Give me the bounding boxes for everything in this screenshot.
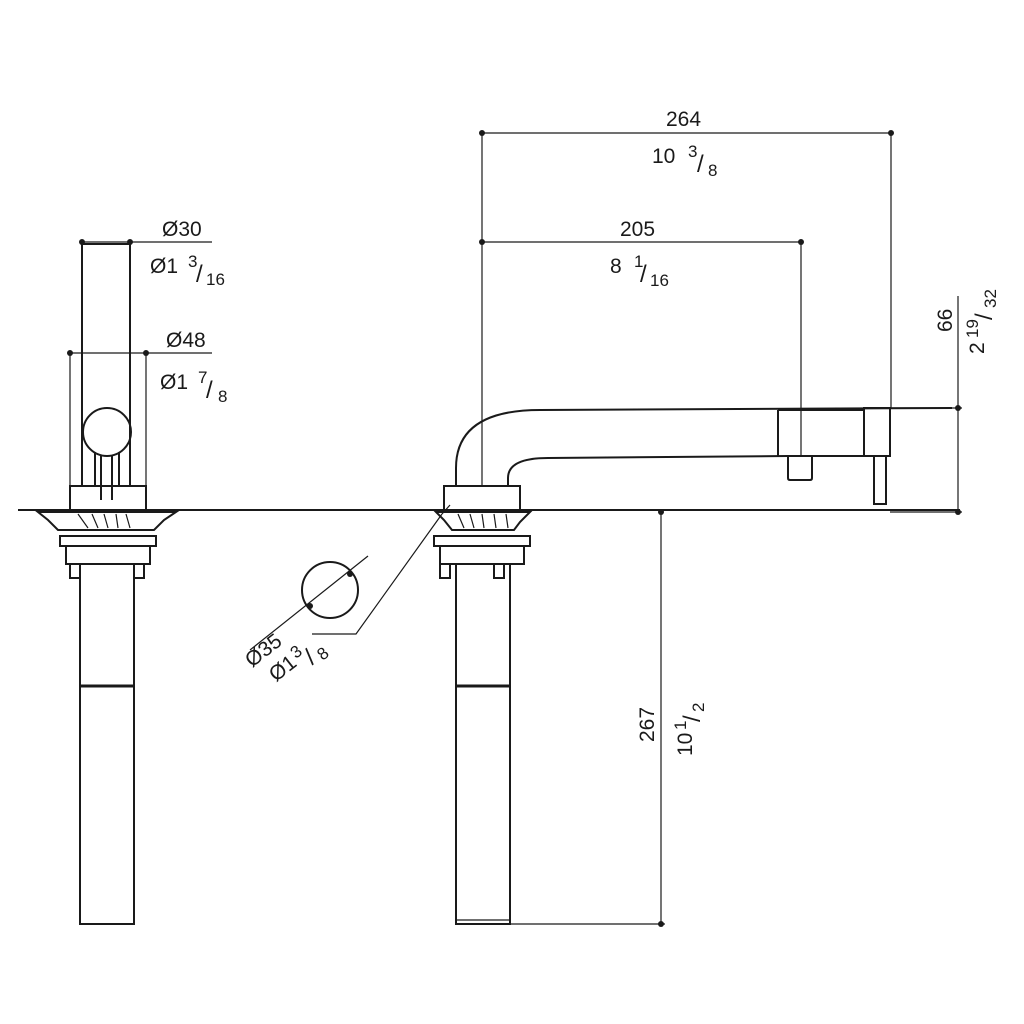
dim-dia-top-num: 3 <box>188 252 197 271</box>
side-mount-teeth <box>77 513 131 529</box>
dim-dia-base-slash: / <box>206 377 213 404</box>
dim-below-den: 2 <box>689 703 708 712</box>
dim-below-whole: 10 <box>674 733 697 756</box>
side-handle-stem <box>94 452 120 500</box>
dim-spout-slash: / <box>640 261 647 288</box>
aerator <box>787 456 813 481</box>
side-shank-lower <box>79 685 135 925</box>
hole-leader <box>312 513 443 635</box>
dim-overall-metric: 264 <box>666 108 701 131</box>
side-nut-right <box>133 563 145 579</box>
spray-outlet <box>873 455 887 505</box>
dim-dot <box>143 350 149 356</box>
side-mount-flange <box>35 511 180 531</box>
dim-dot <box>479 239 485 245</box>
dim-height-den: 32 <box>981 289 1000 308</box>
dim-overall-whole: 10 <box>652 145 675 168</box>
dim-dot <box>479 130 485 136</box>
spout-outer <box>455 407 953 486</box>
hole-circle <box>301 561 359 619</box>
dim-dot <box>658 921 664 927</box>
dim-spout-whole: 8 <box>610 255 622 278</box>
dim-below-slash: / <box>679 715 706 722</box>
dim-height-whole: 2 <box>966 342 989 354</box>
front-washer-1 <box>433 535 531 547</box>
front-nut-right <box>493 563 505 579</box>
dim-dia-top-metric: Ø30 <box>162 218 202 241</box>
dim-dot <box>79 239 85 245</box>
front-mount-teeth <box>457 513 509 529</box>
dim-height-metric: 66 <box>934 309 957 332</box>
dim-overall-reach: 264 10 3 / 8 <box>479 108 894 486</box>
dim-dia-base-num: 7 <box>198 368 207 387</box>
front-shank-lower <box>455 685 511 925</box>
dim-dot <box>127 239 133 245</box>
dim-dia-top-slash: / <box>196 261 203 288</box>
dim-dot <box>658 509 664 515</box>
dim-dot <box>888 130 894 136</box>
side-nut-left <box>69 563 81 579</box>
dim-spout-metric: 205 <box>620 218 655 241</box>
dim-height-slash: / <box>971 313 998 320</box>
side-handle <box>82 407 132 457</box>
dim-dot <box>347 571 353 577</box>
side-shank-upper <box>79 563 135 687</box>
spout-sleeve <box>777 409 865 457</box>
hole-diameter-callout: Ø35 Ø1 3 / 8 <box>241 504 451 686</box>
dim-height-num: 19 <box>963 319 982 338</box>
dim-below-deck-length: 267 10 1 / 2 <box>510 509 708 927</box>
dim-dia-top-den: 16 <box>206 270 225 289</box>
dim-dot <box>67 350 73 356</box>
front-washer-2 <box>439 545 525 565</box>
dim-overall-num: 3 <box>688 142 697 161</box>
dim-dot <box>798 239 804 245</box>
dim-spout-num: 1 <box>634 252 643 271</box>
dim-dot <box>307 603 313 609</box>
front-mount-flange <box>433 511 533 531</box>
dim-overall-slash: / <box>697 151 704 178</box>
front-shank-upper <box>455 563 511 687</box>
side-base-block <box>69 485 147 511</box>
dim-dot <box>955 509 961 515</box>
side-washer-1 <box>59 535 157 547</box>
dim-spout-den: 16 <box>650 271 669 290</box>
dim-spout-height: 66 2 19 / 32 <box>890 289 1000 515</box>
dim-below-num: 1 <box>671 721 690 730</box>
dim-dia-base-whole: Ø1 <box>160 371 188 394</box>
front-base-block <box>443 485 521 511</box>
front-nut-left <box>439 563 451 579</box>
dim-dia-base-den: 8 <box>218 387 227 406</box>
side-view: Ø30 Ø1 3 / 16 Ø48 Ø1 7 / 8 <box>35 218 227 925</box>
front-view <box>433 407 953 925</box>
dim-spout-reach: 205 8 1 / 16 <box>479 218 804 456</box>
dim-dia-top-whole: Ø1 <box>150 255 178 278</box>
dim-dia-base-metric: Ø48 <box>166 329 206 352</box>
side-washer-2 <box>65 545 151 565</box>
spout-cap <box>863 407 891 457</box>
dim-overall-den: 8 <box>708 161 717 180</box>
hole-leader-arrow <box>441 504 451 515</box>
dim-below-metric: 267 <box>636 707 659 742</box>
spout-inner <box>507 455 789 486</box>
